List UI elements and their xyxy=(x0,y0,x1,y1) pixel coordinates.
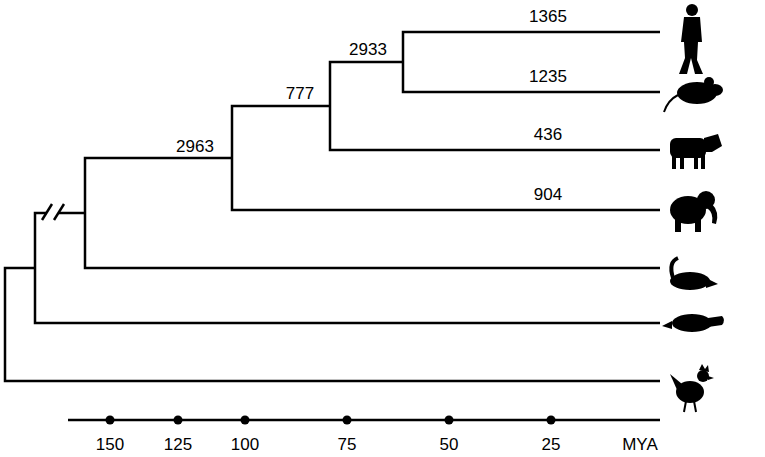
mouse-silhouette xyxy=(664,77,723,112)
branch-number: 1235 xyxy=(529,68,567,85)
time-axis xyxy=(68,416,660,425)
axis-tick-label: 125 xyxy=(164,436,192,453)
branch-number: 1365 xyxy=(529,8,567,25)
axis-unit-label: MYA xyxy=(622,436,658,453)
cow-silhouette xyxy=(670,134,722,169)
tree-branches xyxy=(5,32,660,381)
branch-number: 777 xyxy=(286,85,314,102)
armadillo-silhouette xyxy=(670,258,718,290)
axis-tick-label: 150 xyxy=(96,436,124,453)
human-silhouette xyxy=(679,4,703,74)
branch-number: 2933 xyxy=(349,41,387,58)
branch-number: 436 xyxy=(534,126,562,143)
branch-number: 904 xyxy=(534,186,562,203)
axis-tick-label: 50 xyxy=(440,436,459,453)
elephant-silhouette xyxy=(670,191,717,232)
axis-tick-label: 100 xyxy=(231,436,259,453)
branch-number: 2963 xyxy=(176,138,214,155)
axis-tick-label: 75 xyxy=(338,436,357,453)
branch-break xyxy=(42,204,64,220)
platypus-silhouette xyxy=(662,314,724,332)
chicken-silhouette xyxy=(670,364,714,412)
axis-tick-label: 25 xyxy=(542,436,561,453)
